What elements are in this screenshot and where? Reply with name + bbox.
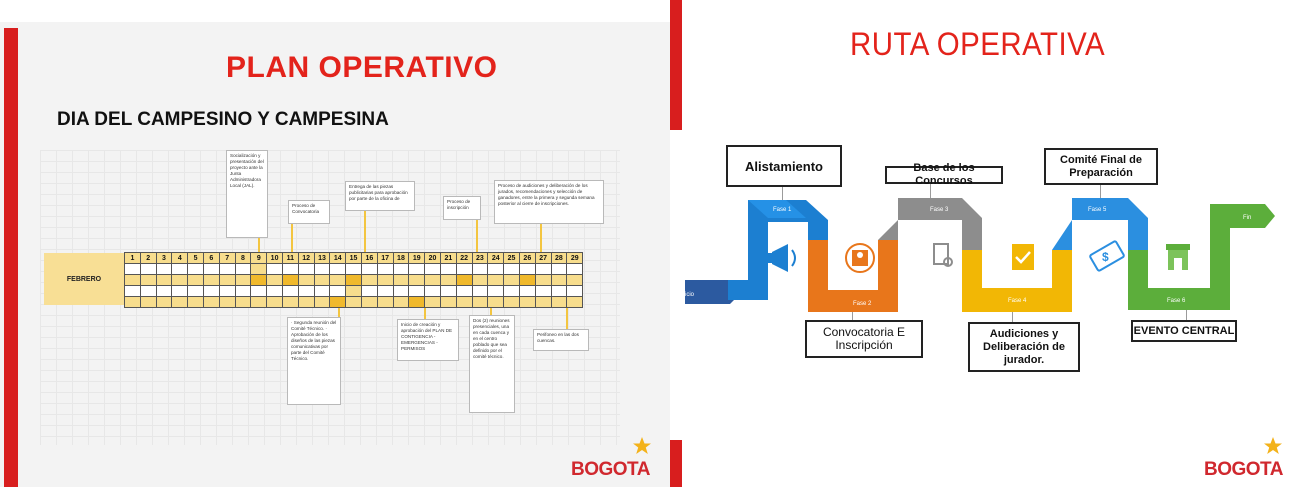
month-label: FEBRERO [44, 253, 124, 305]
day-cell: 28 [550, 252, 568, 264]
connector-line [540, 224, 542, 272]
day-cell: 15 [345, 252, 362, 264]
person-target-icon [845, 243, 875, 273]
day-cell: 17 [376, 252, 394, 264]
day-cell: 1 [124, 252, 141, 264]
day-cell: 2 [139, 252, 157, 264]
bogota-logo: BOGOTA [1204, 459, 1283, 480]
plan-operativo-slide: PLAN OPERATIVO DIA DEL CAMPESINO Y CAMPE… [0, 0, 680, 487]
calendar-day-row: 1 2 3 4 5 6 7 8 9 10 11 12 13 14 15 16 1… [124, 252, 584, 264]
day-cell: 9 [250, 252, 268, 264]
calendar-row [124, 296, 584, 308]
calendar-row [124, 274, 584, 286]
phase-caption: Audiciones y Deliberación de jurador. [968, 322, 1080, 372]
connector-line [566, 293, 568, 329]
bogota-logo: BOGOTA [571, 459, 650, 480]
day-cell: 8 [234, 252, 252, 264]
phase-ribbon-2 [808, 240, 898, 312]
day-cell: 13 [313, 252, 331, 264]
start-arrow [685, 280, 742, 304]
slide-accent-bar [4, 28, 18, 487]
connector-line [852, 312, 853, 320]
slide-accent-bar [670, 0, 682, 130]
day-cell: 4 [171, 252, 189, 264]
connector-line [1012, 312, 1013, 322]
phase-caption: Comité Final de Preparación [1044, 148, 1158, 185]
connector-line [476, 220, 478, 272]
star-icon [1263, 436, 1283, 461]
day-cell: 5 [187, 252, 204, 264]
phase-caption: Convocatoria E Inscripción [805, 320, 923, 358]
note-entrega-piezas: Entrega de las piezas publicitarias para… [345, 181, 415, 211]
slide-accent-bar-bottom [670, 440, 682, 487]
day-cell: 11 [281, 252, 299, 264]
ruta-operativa-slide: RUTA OPERATIVA [670, 0, 1290, 487]
top-strip [0, 0, 680, 22]
day-cell: 7 [218, 252, 236, 264]
calendar-grid: 1 2 3 4 5 6 7 8 9 10 11 12 13 14 15 16 1… [124, 252, 584, 308]
slide-title: PLAN OPERATIVO [226, 51, 498, 84]
note-plan-contingencia: Inicio de creación y aprobación del PLAN… [397, 319, 459, 361]
store-icon [1166, 244, 1190, 270]
phase-label: Fase 2 [853, 301, 872, 307]
note-perifoneo: Perifoneo en las dos cuencas. [533, 329, 589, 351]
megaphone-icon [766, 244, 796, 272]
day-cell: 6 [202, 252, 220, 264]
connector-line [930, 184, 931, 198]
note-segunda-reunion: · Segunda reunión del Comité Técnico. · … [287, 317, 341, 405]
day-cell: 10 [266, 252, 283, 264]
note-socializacion: Socialización y presentación del proyect… [226, 150, 268, 238]
connector-line [782, 187, 783, 200]
connector-line [291, 224, 293, 272]
phase-label: Fase 4 [1008, 298, 1027, 304]
svg-text:$: $ [1102, 250, 1109, 264]
process-ribbon-diagram: $ Inicio Fase 1 Fase 2 Fase 3 Fase 4 Fas… [680, 198, 1275, 312]
day-cell: 29 [566, 252, 584, 264]
day-cell: 27 [534, 252, 552, 264]
clipboard-check-icon [1012, 244, 1034, 270]
money-icon: $ [1089, 240, 1125, 272]
phase-caption: Base de los Concursos [885, 162, 1003, 187]
note-inscripcion: Proceso de inscripción [443, 196, 481, 220]
phase-caption: EVENTO CENTRAL [1131, 320, 1237, 342]
phase-ribbon-4 [962, 250, 1072, 312]
phase-caption: Alistamiento [726, 145, 842, 187]
phase-ribbon-1 [728, 200, 828, 300]
start-label: Inicio [680, 292, 695, 298]
phase-label: Fase 6 [1167, 298, 1186, 304]
day-cell: 14 [329, 252, 347, 264]
end-arrow [1210, 204, 1275, 228]
day-cell: 26 [518, 252, 536, 264]
day-cell: 16 [360, 252, 378, 264]
day-cell: 21 [439, 252, 457, 264]
star-icon [632, 436, 652, 461]
connector-line [364, 211, 366, 272]
end-label: Fin [1243, 215, 1251, 221]
slide-title: RUTA OPERATIVA [850, 26, 1106, 62]
note-audiciones: Proceso de audiciones y deliberación de … [494, 180, 604, 224]
day-cell: 19 [408, 252, 426, 264]
day-cell: 25 [503, 252, 520, 264]
note-convocatoria: Proceso de Convocatoria [288, 200, 330, 224]
day-cell: 3 [155, 252, 173, 264]
phase-label: Fase 5 [1088, 207, 1107, 213]
document-certificate-icon [933, 243, 953, 267]
day-cell: 20 [424, 252, 441, 264]
connector-line [1186, 310, 1187, 320]
connector-line [1100, 185, 1101, 198]
slide-subtitle: DIA DEL CAMPESINO Y CAMPESINA [57, 109, 389, 130]
phase-label: Fase 3 [930, 207, 949, 213]
calendar-row [124, 263, 584, 275]
calendar-row [124, 285, 584, 297]
day-cell: 24 [487, 252, 505, 264]
day-cell: 23 [471, 252, 489, 264]
day-cell: 22 [455, 252, 473, 264]
day-cell: 12 [297, 252, 315, 264]
note-reuniones-presenciales: Dos (2) reuniones presenciales, una en c… [469, 315, 515, 413]
day-cell: 18 [392, 252, 410, 264]
phase-label: Fase 1 [773, 207, 792, 213]
